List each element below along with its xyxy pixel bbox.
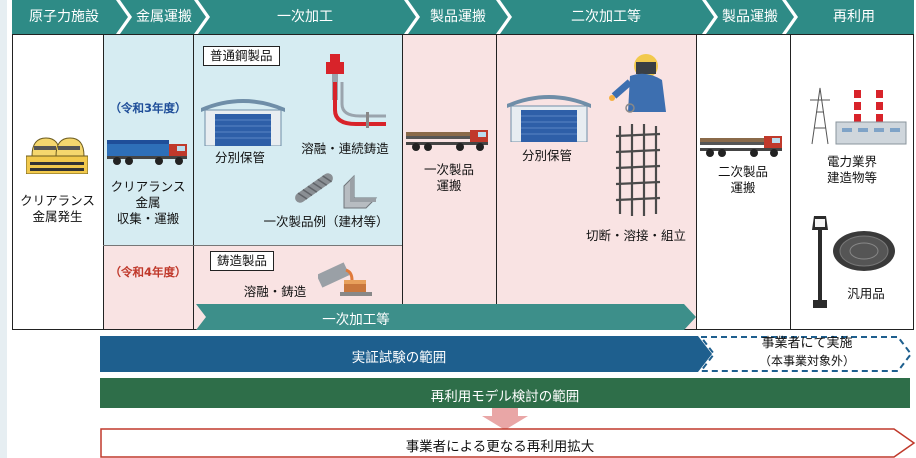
transport3-label-2: 運搬 <box>730 180 756 195</box>
header-step-3 <box>198 0 416 34</box>
warehouse-icon <box>201 99 285 146</box>
divider-5 <box>696 34 697 330</box>
demo-scope-label: 実証試験の範囲 <box>351 350 447 366</box>
header-step-5 <box>500 0 714 34</box>
year-r4-label: （令和4年度） <box>109 265 187 279</box>
transport2-label-2: 運搬 <box>436 178 462 193</box>
flatbed-truck-icon <box>406 130 488 151</box>
header-label-nuclear: 原子力施設 <box>29 9 99 25</box>
expansion-label: 事業者による更なる再利用拡大 <box>405 439 595 455</box>
melt-casting-label: 溶融・鋳造 <box>243 284 307 299</box>
header-label-metal-transport: 金属運搬 <box>136 9 192 25</box>
operator-scope-box <box>700 336 912 372</box>
divider-horizontal <box>103 245 402 246</box>
angle-steel-icon <box>343 174 378 209</box>
process-header <box>12 0 914 34</box>
steel-product-box: 普通鋼製品 <box>203 46 280 66</box>
divider-6 <box>790 34 791 330</box>
down-arrow-icon <box>482 408 528 430</box>
rebar-icon <box>295 173 333 203</box>
year-r3-label: （令和3年度） <box>109 101 187 115</box>
bg-secondary <box>496 35 696 329</box>
expansion-arrow <box>100 428 916 458</box>
transport1-label-3: 収集・運搬 <box>116 211 180 226</box>
divider-3 <box>402 34 403 330</box>
header-step-4 <box>408 0 508 34</box>
power-plant-icon <box>810 87 907 145</box>
examples-label: 一次製品例（建材等） <box>263 214 389 229</box>
rebar-cage-icon <box>615 124 661 216</box>
header-step-1 <box>12 0 128 34</box>
nuclear-plant-icon <box>26 137 88 174</box>
manhole-cover-icon <box>833 231 895 271</box>
flatbed-truck-icon-2 <box>700 136 782 157</box>
divider-2 <box>193 34 194 330</box>
continuous-casting-icon <box>326 54 386 128</box>
transport1-label-1: クリアランス <box>110 179 186 194</box>
secondary-storage-label: 分別保管 <box>521 148 572 163</box>
truck-icon <box>107 140 187 165</box>
melt-cast-label: 溶融・連続鋳造 <box>301 141 389 156</box>
operator-label-1: 事業者にて実施 <box>761 336 853 351</box>
warehouse-icon-2 <box>507 95 591 142</box>
primary-storage-label: 分別保管 <box>214 150 265 165</box>
divider-4 <box>496 34 497 330</box>
welder-icon <box>609 54 666 113</box>
reuse-power-label-2: 建造物等 <box>826 170 877 185</box>
reuse-general-label: 汎用品 <box>847 286 885 301</box>
casting-product-box: 鋳造製品 <box>210 251 275 271</box>
bg-transport2 <box>402 35 496 329</box>
source-label-2: 金属発生 <box>32 209 83 224</box>
fabrication-label: 切断・溶接・組立 <box>585 228 686 243</box>
header-label-primary: 一次加工 <box>277 9 333 25</box>
source-label-1: クリアランス <box>20 193 95 208</box>
left-border <box>0 0 7 458</box>
operator-label-2: （本事業対象外） <box>758 354 855 368</box>
primary-etc-arrow <box>196 304 696 330</box>
header-step-7 <box>786 0 914 34</box>
header-label-product-transport: 製品運搬 <box>430 9 486 25</box>
demo-scope-bar <box>100 336 712 372</box>
header-step-2 <box>120 0 206 34</box>
primary-etc-label: 一次加工等 <box>322 312 390 328</box>
divider-1 <box>103 34 104 330</box>
model-scope-bar <box>100 378 910 408</box>
transport3-label-1: 二次製品 <box>717 164 768 179</box>
header-label-reuse: 再利用 <box>833 9 875 25</box>
header-label-secondary: 二次加工等 <box>571 9 641 25</box>
model-scope-label: 再利用モデル検討の範囲 <box>430 389 580 405</box>
transport2-label-1: 一次製品 <box>423 162 474 177</box>
bg-transport1-r4 <box>103 245 193 329</box>
casting-ladle-icon <box>318 262 372 296</box>
reuse-power-label-1: 電力業界 <box>826 154 877 169</box>
transport1-label-2: 金属 <box>135 195 161 210</box>
header-label-product-transport-2: 製品運搬 <box>722 9 778 25</box>
header-step-6 <box>706 0 794 34</box>
street-lamp-icon <box>812 216 828 308</box>
